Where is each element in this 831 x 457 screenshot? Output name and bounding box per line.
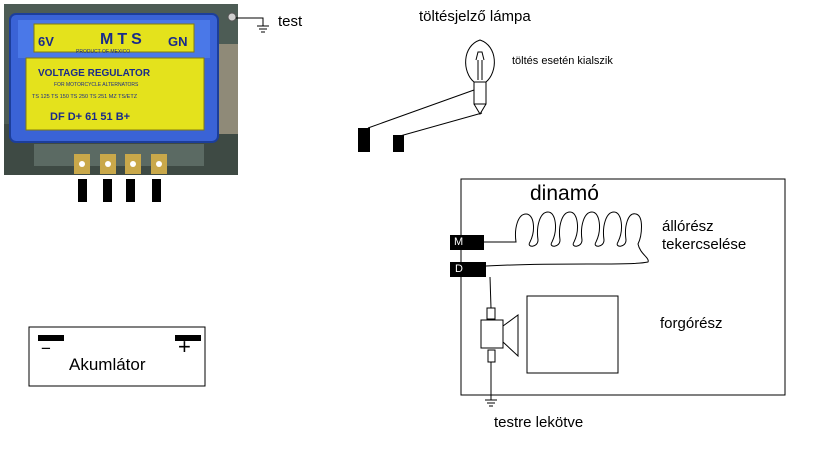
regulator-origin: PRODUCT OF MEXICO [76, 49, 130, 55]
stator-label-line2: tekercselése [662, 236, 747, 253]
regulator-code: GN [168, 34, 188, 49]
regulator-voltage: 6V [38, 34, 54, 49]
battery-label: Akumlátor [69, 355, 146, 374]
regulator-plug-61 [126, 179, 135, 202]
stator-label-line1: állórész [662, 218, 714, 235]
ground-label-test: test [278, 13, 303, 30]
ground-symbol-test [236, 17, 269, 33]
lamp-wire-2 [399, 112, 483, 137]
charge-lamp-label: töltésjelző lámpa [419, 8, 531, 25]
lamp-plug-2 [393, 135, 404, 152]
regulator-plug-df [78, 179, 87, 202]
regulator-subtitle: FOR MOTORCYCLE ALTERNATORS [54, 82, 139, 88]
charge-lamp-bulb [465, 39, 495, 115]
lamp-wire-1 [367, 89, 475, 129]
dynamo-title: dinamó [530, 182, 599, 205]
rotor-shaft [502, 314, 519, 358]
regulator-brand: MTS [100, 31, 146, 48]
rotor-body [526, 295, 619, 374]
terminal-d [450, 262, 486, 277]
ground-label-dynamo: testre lekötve [494, 414, 584, 431]
battery-case [28, 326, 206, 387]
lamp-plug-1 [358, 128, 370, 152]
stator-coil [484, 211, 649, 267]
terminal-m-label: M [454, 236, 464, 248]
terminal-d-label: D [455, 263, 463, 275]
battery-plus-post [175, 335, 201, 341]
dynamo-housing [460, 178, 786, 396]
ground-symbol-dynamo [485, 399, 497, 407]
rotor-label: forgórész [660, 315, 723, 332]
regulator-title: VOLTAGE REGULATOR [38, 68, 151, 79]
brush-bottom [487, 349, 496, 363]
regulator-models: TS 125 TS 150 TS 250 TS 251 MZ TS/ETZ [32, 94, 138, 100]
battery-minus-sign: − [41, 339, 51, 358]
wire-d-to-brush [489, 276, 492, 309]
regulator-plug-51 [152, 179, 161, 202]
rotor-commutator [480, 319, 504, 349]
regulator-plug-dplus [103, 179, 112, 202]
brush-top [486, 307, 496, 320]
regulator-illustration: 6V MTS GN PRODUCT OF MEXICO VOLTAGE REGU… [4, 4, 238, 175]
terminal-m [450, 235, 484, 250]
battery-minus-post [38, 335, 64, 341]
battery-plus-sign: + [178, 334, 191, 359]
regulator-terminal-labels: DF D+ 61 51 B+ [50, 111, 130, 123]
charge-lamp-note: töltés esetén kialszik [512, 55, 613, 67]
voltage-regulator-photo: 6V MTS GN PRODUCT OF MEXICO VOLTAGE REGU… [4, 4, 238, 175]
